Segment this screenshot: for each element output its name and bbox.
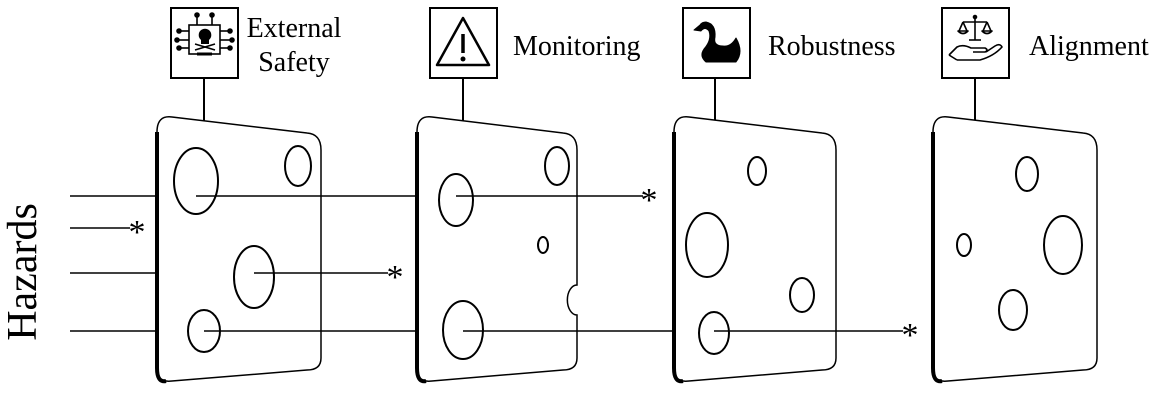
layer-slice: [156, 116, 322, 382]
layer-external-safety: External Safety: [155, 7, 342, 384]
layer-label: Alignment: [1029, 31, 1149, 62]
layer-slice-edge: [931, 132, 943, 384]
layer-slice-edge: [155, 132, 167, 384]
layer-slice-edge: [672, 132, 684, 384]
layer-label: Monitoring: [513, 31, 641, 62]
slice-hole: [442, 300, 484, 360]
slice-hole: [1015, 156, 1039, 192]
skull-circuit-icon: [174, 12, 235, 56]
hazard-stop-marker: *: [641, 182, 658, 219]
slice-hole: [956, 233, 972, 257]
hazard-paths: [70, 195, 903, 332]
black-swan-icon: [693, 21, 741, 63]
layer-label: Robustness: [768, 31, 896, 62]
hand-scales-icon: [948, 14, 1003, 61]
slice-hole: [698, 311, 730, 355]
slice-hole: [284, 145, 312, 187]
layer-label-line-1: External: [247, 13, 342, 44]
layer-label-line-2: Safety: [258, 47, 330, 78]
layer-slice: [416, 116, 578, 382]
hazard-stop-marker: *: [902, 317, 919, 354]
slice-hole: [998, 289, 1028, 331]
slice-hole: [1043, 215, 1083, 275]
slice-hole: [438, 173, 474, 227]
slice-hole: [173, 147, 219, 215]
hazards-label: Hazards: [0, 203, 46, 341]
layer-monitoring: Monitoring: [415, 7, 641, 384]
slice-hole: [233, 245, 275, 309]
slice-hole: [685, 212, 729, 278]
slice-hole: [789, 277, 815, 313]
layer-slice: [673, 116, 837, 382]
layer-alignment: Alignment: [931, 7, 1149, 384]
layer-robustness: Robustness: [672, 7, 896, 384]
warning-triangle-icon: [435, 16, 491, 67]
layer-icon-box: [682, 7, 751, 79]
hazard-stop-marker: *: [387, 259, 404, 296]
slice-hole: [544, 146, 570, 186]
slice-hole: [537, 236, 549, 254]
slice-hole: [747, 156, 767, 186]
hazard-stop-marker: *: [129, 214, 146, 251]
layer-slice-edge: [415, 132, 427, 384]
layer-slice: [932, 116, 1098, 382]
